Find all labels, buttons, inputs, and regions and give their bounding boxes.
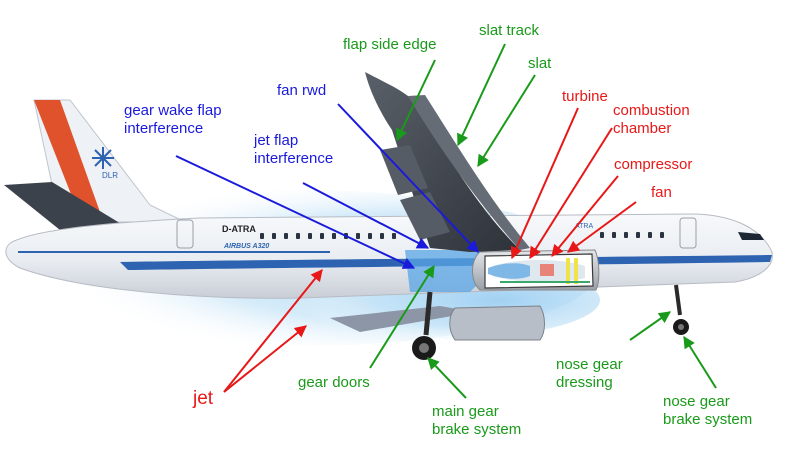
label-nose-gear-dressing: nose gear dressing [556, 356, 623, 391]
tail-logo-text: DLR [102, 171, 118, 180]
label-jet-flap-interference: jet flap interference [254, 132, 334, 167]
arrow-gear-wake-flap [175, 155, 416, 269]
label-slat-track: slat track [479, 22, 540, 39]
label-compressor: compressor [614, 156, 693, 173]
nose-landing-gear [673, 284, 689, 335]
nose-livery-text: ATRA [575, 223, 593, 230]
label-slat: slat [528, 55, 552, 72]
registration-text: D-ATRA [222, 224, 256, 234]
horizontal-stabilizer [4, 182, 128, 238]
label-flap-side-edge: flap side edge [343, 36, 437, 53]
label-fan: fan [651, 184, 672, 201]
far-engine [449, 305, 545, 341]
arrow-slat [477, 74, 536, 168]
gear-wake-zone [405, 250, 482, 292]
far-wing [330, 306, 475, 332]
label-combustion-chamber: combustion chamber [613, 102, 690, 137]
dlr-logo-icon [92, 147, 114, 169]
arrow-slat-track [457, 43, 506, 147]
label-main-gear-brake-system: main gear brake system [432, 403, 522, 438]
arrow-main-gear-brake [427, 357, 467, 399]
label-gear-doors: gear doors [298, 374, 370, 391]
model-text: AIRBUS A320 [223, 243, 269, 250]
arrow-combustion-chamber [529, 127, 613, 260]
label-jet: jet [193, 388, 214, 409]
arrow-jet-upper [223, 269, 323, 393]
main-landing-gear [412, 291, 436, 360]
label-gear-wake-flap-interference: gear wake flap interference [124, 102, 222, 137]
arrow-nose-gear-dressing [629, 311, 671, 341]
arrow-nose-gear-brake [683, 335, 717, 389]
arrow-turbine [510, 107, 579, 260]
arrow-flap-side-edge [396, 59, 436, 142]
arrow-jet-lower [223, 325, 307, 393]
arrow-gear-doors [369, 264, 435, 369]
cabin-windows [260, 232, 664, 239]
arrow-jet-flap [302, 182, 430, 249]
main-wing [365, 72, 530, 252]
engine-nacelle [472, 249, 600, 291]
arrow-fan-rwd [337, 103, 479, 253]
label-turbine: turbine [562, 88, 608, 105]
label-nose-gear-brake-system: nose gear brake system [663, 393, 753, 428]
label-fan-rwd: fan rwd [277, 82, 327, 99]
arrow-fan [567, 201, 637, 253]
arrow-compressor [551, 175, 619, 257]
